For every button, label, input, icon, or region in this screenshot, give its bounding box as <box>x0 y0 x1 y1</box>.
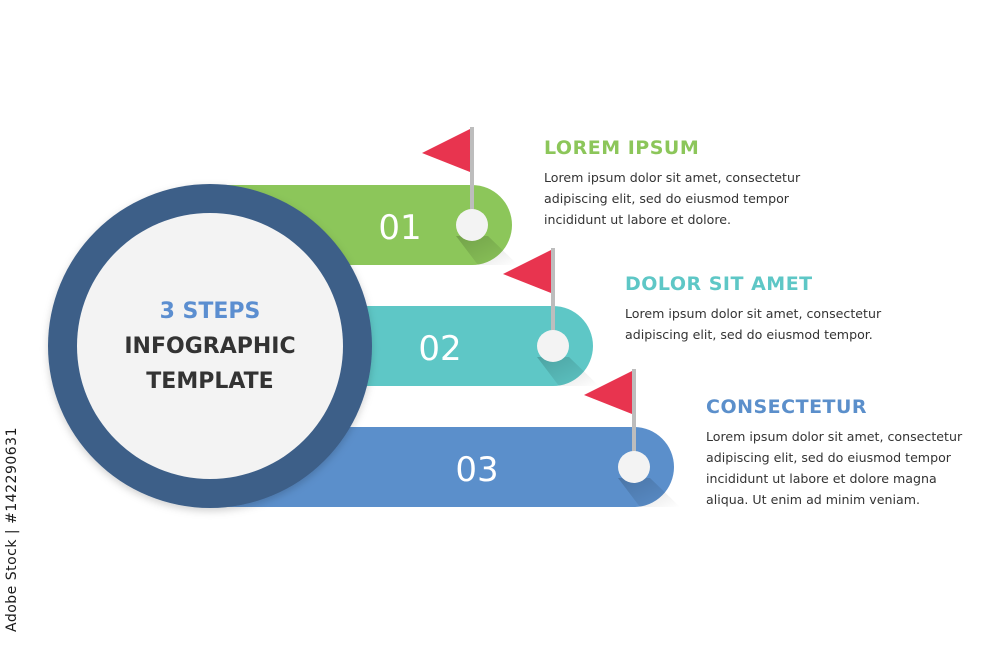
flag-1 <box>422 129 470 172</box>
flag-marker-1 <box>422 127 488 241</box>
step-body-2: Lorem ipsum dolor sit amet, consectetur … <box>625 306 882 342</box>
center-disc <box>77 213 343 479</box>
flag-3 <box>584 371 632 414</box>
center-circle: 3 STEPS INFOGRAPHIC TEMPLATE <box>48 184 372 508</box>
step-title-1: LOREM IPSUM <box>544 137 700 159</box>
step-number-1: 01 <box>378 208 421 248</box>
pin-circle-1 <box>456 209 488 241</box>
step-text-1: LOREM IPSUM Lorem ipsum dolor sit amet, … <box>544 137 814 230</box>
step-body-3: Lorem ipsum dolor sit amet, consectetur … <box>706 429 963 507</box>
pin-circle-3 <box>618 451 650 483</box>
step-text-2: DOLOR SIT AMET Lorem ipsum dolor sit ame… <box>625 273 895 345</box>
step-band-1-pin-shadow <box>456 236 518 265</box>
stock-watermark-id: Adobe Stock | #142290631 <box>4 427 20 632</box>
step-band-2-pin-shadow <box>537 357 599 386</box>
flag-marker-3 <box>584 369 650 483</box>
step-title-2: DOLOR SIT AMET <box>625 273 813 295</box>
flag-2 <box>503 250 551 293</box>
step-band-3-pin-shadow <box>618 478 680 507</box>
step-body-1: Lorem ipsum dolor sit amet, consectetur … <box>544 170 801 227</box>
center-title-line3: TEMPLATE <box>146 369 273 394</box>
center-title-line2: INFOGRAPHIC <box>124 334 295 359</box>
step-title-3: CONSECTETUR <box>706 396 868 418</box>
step-text-3: CONSECTETUR Lorem ipsum dolor sit amet, … <box>706 396 976 510</box>
center-title-line1: 3 STEPS <box>160 299 261 324</box>
step-number-3: 03 <box>455 450 498 490</box>
step-number-2: 02 <box>418 329 461 369</box>
pin-circle-2 <box>537 330 569 362</box>
flag-marker-2 <box>503 248 569 362</box>
